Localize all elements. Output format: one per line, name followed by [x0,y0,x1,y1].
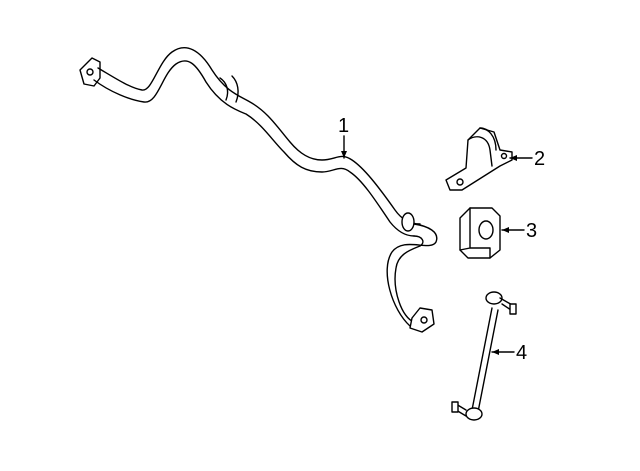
stabilizer-link [451,291,517,421]
bushing-bracket [445,127,513,191]
callout-3: 3 [526,220,537,242]
callout-4: 4 [516,342,527,364]
callout-2: 2 [534,148,545,170]
stabilizer-bushing [459,207,501,259]
callout-leaders [341,135,533,355]
callout-1: 1 [338,115,349,137]
stabilizer-bar [79,47,438,333]
